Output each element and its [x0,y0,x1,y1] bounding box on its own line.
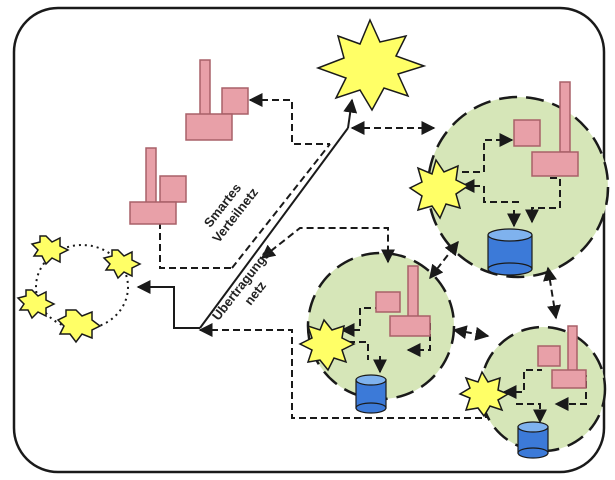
storage-icon [517,421,549,459]
burst-icon [30,235,70,266]
factory-icon [129,147,187,225]
storage-icon [355,374,387,414]
factories [129,59,587,389]
factory-icon [185,59,249,141]
storage-icon [487,228,533,276]
storages [355,228,549,459]
burst-icon [102,249,142,280]
burst-icon [298,318,356,372]
factory-icon [375,265,431,337]
transmission-line [136,98,358,329]
burst-icon [458,370,510,418]
burst-icon [408,158,470,220]
burst-icon [56,309,102,344]
burst-icon [315,18,427,112]
burst-icon [16,289,56,320]
dotted-ring [35,244,129,330]
factory-icon [513,81,579,177]
factory-icon [537,325,587,389]
bursts [16,18,510,418]
